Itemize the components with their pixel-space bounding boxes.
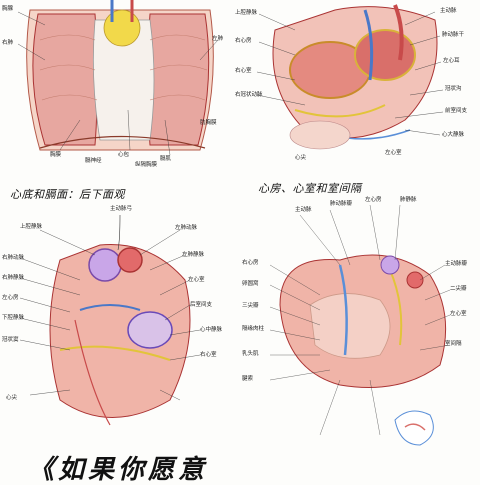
label-right-pulmonary-vein: 右肺静脉 — [2, 275, 25, 281]
label-anterior-interventricular: 前室间支 — [445, 108, 468, 114]
label-great-cardiac-vein: 心大静脉 — [442, 132, 465, 138]
label-mediastinal-pleura: 纵隔胸膜 — [135, 162, 158, 168]
label-pulmonary-valve: 肺动脉瓣 — [330, 201, 353, 207]
label-septum: 室间隔 — [445, 341, 462, 347]
label-pulmonary-trunk: 肺动脉干 — [442, 32, 465, 38]
heart-anterior-illustration — [256, 4, 444, 150]
label-tricuspid: 三尖瓣 — [242, 303, 259, 309]
label-septomarginal: 隔缘肉柱 — [242, 326, 265, 332]
label-aorta: 主动脉 — [440, 8, 457, 14]
label-right-atrium-section: 右心房 — [242, 260, 259, 266]
heart-posterior-illustration — [19, 214, 201, 426]
label-right-lung: 右肺 — [2, 40, 14, 46]
label-left-ventricle-posterior: 左心室 — [188, 277, 205, 283]
label-fossa-ovalis: 卵圆窝 — [242, 281, 259, 287]
label-thymus: 胸腺 — [2, 6, 14, 12]
thorax-lungs-figure: 胸腺 右肺 左肺 胸膜 心包 膈肌 膈神经 肋胸膜 纵隔胸膜 — [0, 0, 235, 170]
label-right-atrium: 右心房 — [235, 38, 252, 44]
label-ivc: 下腔静脉 — [2, 315, 25, 321]
label-left-auricle: 左心耳 — [443, 58, 460, 64]
label-left-lung: 左肺 — [212, 36, 224, 42]
label-right-ventricle-posterior: 右心室 — [200, 352, 217, 358]
label-left-atrium: 左心房 — [2, 295, 19, 301]
label-pulmonary-veins-section: 肺静脉 — [400, 197, 417, 203]
label-svc-posterior: 上腔静脉 — [20, 224, 43, 230]
label-right-ventricle: 右心室 — [235, 68, 252, 74]
label-right-pulmonary-artery: 右肺动脉 — [2, 255, 25, 261]
heart-chambers-figure: 主动脉 肺动脉瓣 左心房 肺静脉 右心房 卵圆窝 三尖瓣 隔缘肉柱 乳头肌 腱索… — [240, 195, 480, 460]
label-mitral: 二尖瓣 — [450, 286, 467, 292]
label-left-pulmonary-vein: 左肺静脉 — [182, 252, 205, 258]
label-posterior-interventricular: 后室间支 — [190, 302, 213, 308]
heart-anterior-figure: 上腔静脉 右心房 右心室 右冠状动脉 主动脉 肺动脉干 左心耳 冠状沟 前室间支… — [235, 0, 480, 175]
label-coronary-sinus: 冠状窦 — [2, 337, 19, 343]
label-chordae: 腱索 — [242, 376, 254, 382]
label-coronary-sulcus: 冠状沟 — [445, 86, 462, 92]
thorax-illustration — [17, 0, 219, 156]
label-aortic-valve: 主动脉瓣 — [445, 261, 468, 267]
label-aortic-arch: 主动脉弓 — [110, 206, 133, 212]
heart-inset-diagram — [394, 410, 434, 446]
heading-base-diaphragmatic: 心底和膈面：后下面观 — [10, 188, 125, 201]
label-svc: 上腔静脉 — [235, 10, 258, 16]
label-right-coronary: 右冠状动脉 — [235, 92, 263, 98]
label-left-pulmonary-artery: 左肺动脉 — [175, 225, 198, 231]
label-pericardium: 心包 — [118, 152, 130, 158]
label-aorta-section: 主动脉 — [295, 207, 312, 213]
label-pleura: 胸膜 — [50, 152, 62, 158]
heading-chambers-septum: 心房、心室和室间隔 — [258, 182, 362, 195]
label-costal-pleura: 肋胸膜 — [200, 120, 217, 126]
label-apex: 心尖 — [295, 155, 307, 161]
label-left-ventricle: 左心室 — [385, 150, 402, 156]
label-papillary: 乳头肌 — [242, 351, 259, 357]
label-left-atrium-section: 左心房 — [365, 197, 382, 203]
heart-chambers-illustration — [269, 204, 451, 446]
label-apex-posterior: 心尖 — [6, 395, 18, 401]
label-left-ventricle-section: 左心室 — [450, 311, 467, 317]
label-phrenic-nerve: 膈神经 — [85, 158, 102, 164]
poster-banner-title: 《如果你愿意 — [28, 455, 209, 485]
label-middle-cardiac-vein: 心中静脉 — [200, 327, 223, 333]
label-diaphragm: 膈肌 — [160, 156, 172, 162]
heart-posterior-figure: 主动脉弓 上腔静脉 右肺动脉 右肺静脉 左心房 下腔静脉 冠状窦 左肺动脉 左肺… — [0, 200, 240, 450]
